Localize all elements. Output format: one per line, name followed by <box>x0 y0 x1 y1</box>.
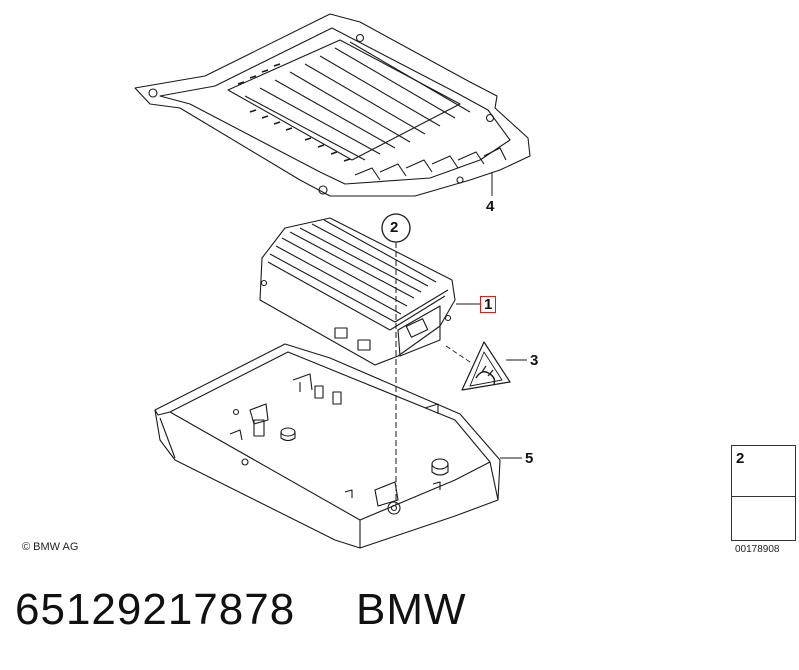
callout-4: 4 <box>486 198 495 215</box>
brand-name: BMW <box>356 585 467 634</box>
inset-part-number: 2 <box>736 450 745 467</box>
bracket-part-4 <box>134 13 531 197</box>
callout-3: 3 <box>530 352 539 369</box>
warning-label-part-3 <box>445 341 527 391</box>
diagram-code: 00178908 <box>735 544 780 555</box>
inset-panel: 2 <box>731 445 796 541</box>
part-number: 65129217878 <box>15 585 296 634</box>
copyright-text: © BMW AG <box>22 541 79 553</box>
screw-axis-part-2 <box>381 213 411 505</box>
housing-part-5 <box>154 343 522 549</box>
callout-1: 1 <box>480 296 497 313</box>
callout-2: 2 <box>390 219 399 236</box>
callout-5: 5 <box>525 450 534 467</box>
amplifier-part-1 <box>259 217 480 366</box>
inset-divider <box>732 496 795 497</box>
